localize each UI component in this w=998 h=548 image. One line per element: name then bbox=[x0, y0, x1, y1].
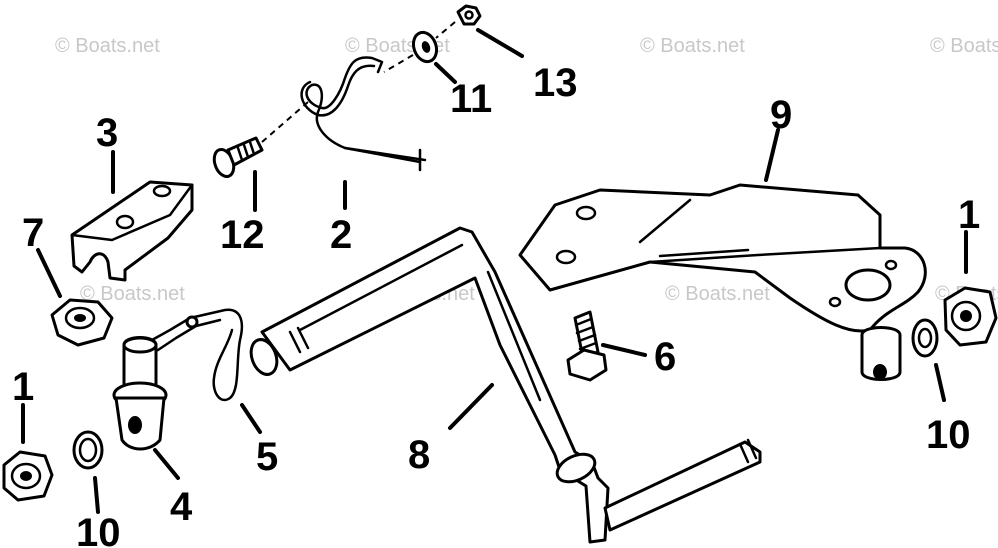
callout-3: 3 bbox=[96, 111, 118, 155]
part-8-shift-rod bbox=[249, 226, 762, 544]
callout-2: 2 bbox=[330, 213, 352, 257]
callout-6: 6 bbox=[654, 335, 676, 379]
leader-line bbox=[601, 343, 647, 357]
watermark: © Boats.net bbox=[665, 283, 770, 305]
leader-line bbox=[93, 476, 100, 514]
part-13-nut bbox=[456, 4, 482, 26]
part-5-retainer-clip bbox=[150, 308, 244, 402]
callout-13: 13 bbox=[533, 61, 578, 105]
watermark: © Boats.net bbox=[80, 283, 185, 305]
leader-line bbox=[476, 28, 524, 58]
leader-line bbox=[448, 383, 494, 430]
leader-line bbox=[153, 448, 180, 480]
assembly-line bbox=[435, 21, 456, 39]
part-3-clamp-bracket bbox=[70, 180, 194, 282]
leader-line bbox=[934, 363, 946, 402]
leader-line bbox=[240, 403, 262, 434]
part-4-ball-joint bbox=[112, 336, 168, 451]
part-2-wire-link bbox=[300, 56, 427, 172]
watermark: © Boats.net bbox=[640, 35, 745, 57]
callout-11: 11 bbox=[450, 77, 492, 121]
callout-5: 5 bbox=[256, 435, 278, 479]
callout-10-right: 10 bbox=[926, 413, 971, 457]
part-7-nut bbox=[50, 298, 114, 347]
part-10-washer-left bbox=[72, 430, 104, 470]
callout-1-right: 1 bbox=[958, 193, 980, 237]
callout-10-left: 10 bbox=[76, 511, 121, 548]
part-11-washer bbox=[411, 30, 439, 64]
part-9-lever-plate bbox=[518, 183, 927, 381]
callout-9: 9 bbox=[770, 93, 792, 137]
callout-12: 12 bbox=[220, 213, 265, 257]
callout-7: 7 bbox=[22, 211, 44, 255]
watermark: © Boats.net bbox=[55, 35, 160, 57]
callout-4: 4 bbox=[170, 485, 193, 529]
callout-1-left: 1 bbox=[12, 365, 34, 409]
assembly-line bbox=[261, 101, 309, 143]
part-6-bolt bbox=[566, 310, 608, 382]
leader-line bbox=[764, 128, 780, 182]
callout-8: 8 bbox=[408, 433, 430, 477]
assembly-line bbox=[383, 54, 414, 73]
watermark: © Boats.net bbox=[930, 35, 998, 57]
part-12-screw bbox=[212, 136, 264, 179]
leader-line bbox=[434, 62, 457, 84]
part-1-nut-left bbox=[2, 450, 54, 502]
leader-line bbox=[36, 248, 62, 298]
part-1-nut-right bbox=[943, 286, 998, 347]
part-10-washer-right bbox=[911, 318, 939, 358]
